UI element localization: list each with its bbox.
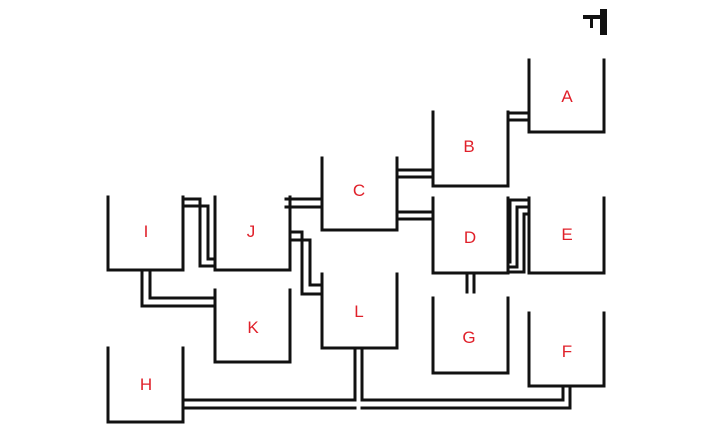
tank-a bbox=[527, 58, 606, 134]
tank-label-e: E bbox=[561, 225, 572, 244]
tank-i bbox=[106, 195, 185, 272]
pipe-h-to-l bbox=[181, 398, 357, 410]
tank-b bbox=[431, 110, 510, 188]
tank-f bbox=[527, 311, 606, 388]
tank-c bbox=[320, 156, 399, 232]
faucet-icon bbox=[583, 9, 607, 35]
tank-label-h: H bbox=[140, 375, 152, 394]
pipe-j-to-i-outer bbox=[181, 197, 217, 268]
pipe-c-to-d bbox=[395, 210, 435, 221]
pipe-i-to-k bbox=[140, 268, 217, 308]
tank-e bbox=[527, 196, 606, 275]
pipe-c-to-j bbox=[284, 197, 324, 209]
tank-d bbox=[431, 196, 510, 275]
pipe-e-to-d-mid bbox=[506, 212, 531, 274]
pipe-j-to-l-inner bbox=[288, 238, 324, 287]
pipe-e-to-d-inner bbox=[506, 205, 531, 269]
tank-label-j: J bbox=[247, 222, 256, 241]
tank-label-b: B bbox=[463, 137, 474, 156]
tank-label-l: L bbox=[354, 302, 363, 321]
tank-l bbox=[320, 272, 399, 350]
pipe-l-down bbox=[353, 346, 364, 399]
pipe-b-to-c bbox=[395, 168, 435, 179]
pipe-e-to-d-outer bbox=[506, 198, 531, 264]
pipe-a-to-b bbox=[506, 111, 531, 122]
tank-label-k: K bbox=[247, 318, 259, 337]
pipe-d-to-g bbox=[465, 271, 476, 294]
pipe-j-to-l-outer bbox=[288, 230, 324, 296]
pipe-j-to-i-inner bbox=[181, 204, 217, 261]
pipe-l-to-f bbox=[360, 384, 572, 410]
tank-label-i: I bbox=[144, 222, 149, 241]
tank-h bbox=[106, 346, 185, 424]
tank-label-g: G bbox=[462, 328, 475, 347]
tank-label-d: D bbox=[464, 228, 476, 247]
tank-label-f: F bbox=[562, 342, 572, 361]
tank-label-a: A bbox=[561, 87, 573, 106]
tank-g bbox=[431, 296, 510, 375]
tank-label-c: C bbox=[353, 181, 365, 200]
tank-k bbox=[213, 288, 292, 364]
